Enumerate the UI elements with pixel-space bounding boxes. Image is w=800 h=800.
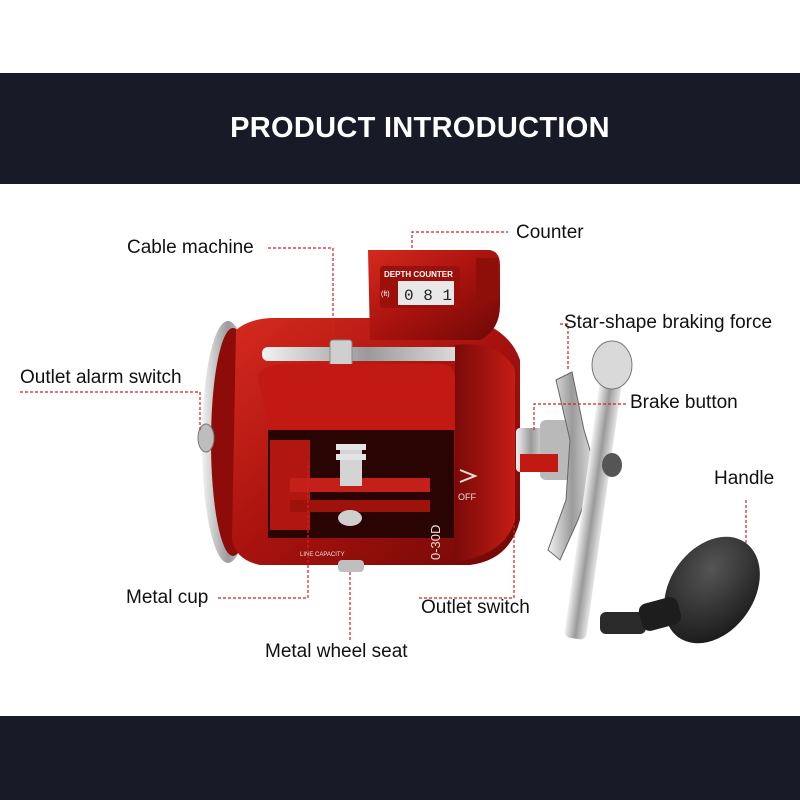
- handle-knob: [638, 536, 760, 644]
- header-banner: PRODUCT INTRODUCTION: [0, 73, 800, 184]
- callout-outlet-switch: Outlet switch: [421, 597, 530, 618]
- callout-lines: [20, 231, 747, 640]
- callout-metal-cup: Metal cup: [126, 587, 209, 608]
- footer-banner: [0, 716, 800, 800]
- model-text: 0-30D: [428, 525, 443, 560]
- depth-counter-box: DEPTH COUNTER (ft) 0 8 1: [368, 250, 500, 340]
- line-capacity-text: LINE CAPACITY: [300, 552, 345, 558]
- callout-star-braking: Star-shape braking force: [564, 312, 773, 333]
- page-title: PRODUCT INTRODUCTION: [230, 112, 610, 144]
- star-drag-assembly: [516, 340, 646, 640]
- counter-digits: 0 8 1: [404, 287, 452, 305]
- off-label: OFF: [458, 492, 476, 502]
- reel-body: 0-30D LINE CAPACITY OFF: [232, 318, 520, 572]
- counter-unit: (ft): [381, 291, 390, 298]
- callout-cable-machine: Cable machine: [127, 237, 254, 258]
- callout-handle: Handle: [714, 468, 775, 489]
- callout-counter: Counter: [516, 222, 584, 243]
- callout-outlet-alarm-switch: Outlet alarm switch: [20, 367, 182, 388]
- counter-label: DEPTH COUNTER: [384, 270, 453, 279]
- callout-metal-wheel-seat: Metal wheel seat: [265, 641, 408, 662]
- callout-brake-button: Brake button: [630, 392, 738, 413]
